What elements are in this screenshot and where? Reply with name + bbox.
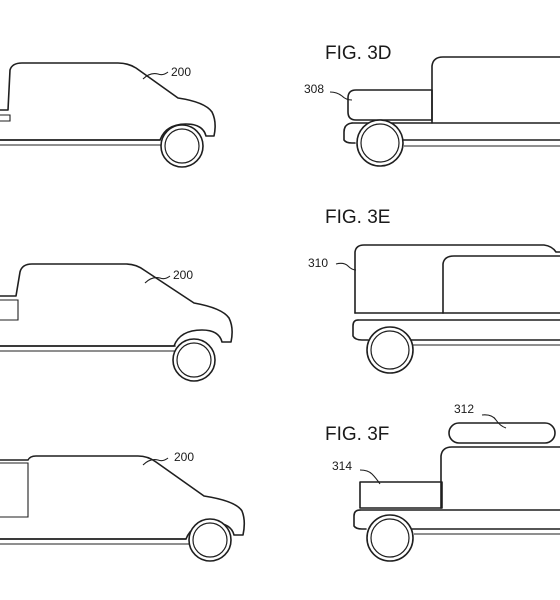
wheel (188, 518, 232, 562)
figure-3e-label: FIG. 3E (325, 207, 390, 228)
figure-3d-label: FIG. 3D (325, 43, 392, 64)
left-vehicle-top-ref: 200 (171, 65, 191, 79)
wheel (366, 326, 414, 374)
figure-3e: FIG. 3E 310 (308, 207, 560, 374)
wheel (356, 119, 404, 167)
left-vehicle-bottom: 200 (0, 450, 246, 562)
figure-3d: FIG. 3D 308 (304, 43, 560, 167)
attachment-310 (354, 244, 560, 314)
left-vehicle-bottom-ref: 200 (174, 450, 194, 464)
figure-3f-label: FIG. 3F (325, 424, 389, 445)
left-vehicle-middle-ref: 200 (173, 268, 193, 282)
left-vehicle-middle: 200 (0, 263, 233, 382)
left-vehicle-top: 200 (0, 62, 216, 168)
figure-3d-ref: 308 (304, 82, 324, 96)
attachment-308 (347, 89, 433, 121)
figure-3f: FIG. 3F 312 314 (325, 402, 560, 562)
attachment-312 (448, 422, 556, 444)
attachment-314 (359, 481, 443, 509)
wheel (160, 124, 204, 168)
figure-3e-ref: 310 (308, 256, 328, 270)
figure-3f-ref-314: 314 (332, 459, 352, 473)
figure-3f-ref-312: 312 (454, 402, 474, 416)
wheel (172, 338, 216, 382)
wheel (366, 514, 414, 562)
